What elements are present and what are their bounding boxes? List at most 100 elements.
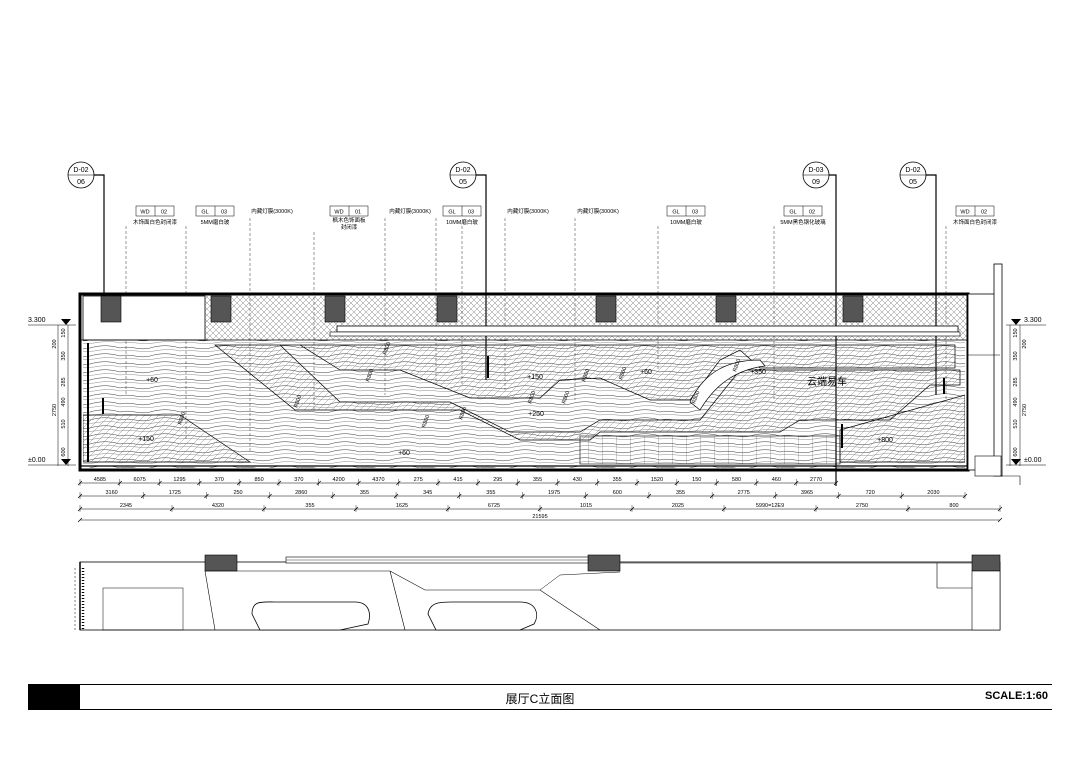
section-mark-bottom: 09: [812, 179, 820, 186]
section-mark-bottom: 06: [77, 179, 85, 186]
svg-text:150: 150: [61, 328, 67, 337]
dim-row1-label: 355: [613, 477, 622, 483]
svg-text:490: 490: [61, 397, 67, 406]
svg-text:510: 510: [61, 419, 67, 428]
svg-text:600: 600: [61, 447, 67, 456]
svg-text:WD: WD: [334, 210, 343, 216]
dim-row3-label: 5990=12E9: [756, 503, 784, 509]
svg-text:+60: +60: [146, 377, 158, 384]
section-mark-top: D-02: [455, 167, 470, 174]
dim-row2-label: 345: [423, 490, 432, 496]
dim-row1-label: 275: [414, 477, 423, 483]
plan-strip: [74, 554, 1001, 631]
svg-text:+60: +60: [640, 369, 652, 376]
svg-text:R800: R800: [293, 394, 303, 408]
dim-row2-label: 2775: [738, 490, 750, 496]
dim-row2-label: 3160: [105, 490, 117, 496]
svg-text:木饰面白色封闭漆: 木饰面白色封闭漆: [953, 218, 998, 226]
svg-text:2750: 2750: [1022, 404, 1028, 416]
svg-text:200: 200: [1022, 339, 1028, 348]
svg-text:R800: R800: [421, 414, 431, 428]
section-mark-top: D-03: [808, 167, 823, 174]
svg-text:R800: R800: [581, 368, 591, 382]
dim-row1-label: 415: [453, 477, 462, 483]
svg-text:R800: R800: [527, 390, 537, 404]
dim-row3-label: 6725: [488, 503, 500, 509]
dim-row1-label: 850: [254, 477, 263, 483]
svg-text:150: 150: [1013, 328, 1019, 337]
svg-text:+150: +150: [527, 374, 543, 381]
dim-row1-label: 460: [772, 477, 781, 483]
svg-text:03: 03: [692, 210, 698, 216]
svg-text:内藏灯膜(3000K): 内藏灯膜(3000K): [577, 207, 619, 215]
ceiling-blocks: [100, 295, 864, 323]
radius-labels: R800 R800 R800 R800 R800 R800 R800 R800 …: [177, 341, 742, 428]
dim-row1-label: 1520: [651, 477, 663, 483]
dim-row3-label: 1015: [580, 503, 592, 509]
svg-text:490: 490: [1013, 397, 1019, 406]
svg-text:内藏灯膜(3000K): 内藏灯膜(3000K): [507, 207, 549, 215]
dim-row3-label: 2345: [120, 503, 132, 509]
drawing-title: 展厅C立面图: [505, 692, 575, 706]
dim-total-label: 21595: [532, 514, 547, 520]
svg-text:封闭漆: 封闭漆: [341, 223, 358, 231]
level-bottom-left: ±0.00: [28, 457, 46, 464]
svg-text:R800: R800: [691, 390, 701, 404]
svg-text:+350: +350: [750, 369, 766, 376]
svg-text:5MM磨白玻: 5MM磨白玻: [201, 218, 230, 226]
dim-row2-label: 355: [676, 490, 685, 496]
dim-row3-label: 355: [305, 503, 314, 509]
svg-text:10MM磨白玻: 10MM磨白玻: [670, 218, 702, 226]
svg-text:内藏灯膜(3000K): 内藏灯膜(3000K): [389, 207, 431, 215]
svg-text:5MM黑色钢化玻璃: 5MM黑色钢化玻璃: [780, 218, 826, 226]
callouts: WD 02 木饰面白色封闭漆 GL 03 5MM磨白玻 内藏灯膜(3000K) …: [125, 205, 998, 452]
dim-row3-label: 4320: [212, 503, 224, 509]
scale-label: SCALE:1:60: [985, 690, 1048, 702]
dim-row1-label: 6075: [134, 477, 146, 483]
dim-row3-label: 800: [949, 503, 958, 509]
svg-text:+250: +250: [528, 411, 544, 418]
section-mark: D-03 09: [802, 161, 837, 486]
dim-row1-label: 4585: [94, 477, 106, 483]
dim-row2-label: 600: [613, 490, 622, 496]
svg-text:R800: R800: [458, 406, 468, 420]
svg-text:03: 03: [221, 210, 227, 216]
svg-text:WD: WD: [960, 210, 969, 216]
svg-text:600: 600: [1013, 447, 1019, 456]
svg-text:R800: R800: [618, 366, 628, 380]
svg-text:2750: 2750: [52, 404, 58, 416]
svg-text:WD: WD: [140, 210, 149, 216]
svg-text:02: 02: [161, 210, 167, 216]
level-top-right: 3.300: [1024, 317, 1042, 324]
svg-text:GL: GL: [672, 210, 679, 216]
dim-row2-label: 720: [866, 490, 875, 496]
dim-row1-label: 370: [294, 477, 303, 483]
svg-text:+150: +150: [138, 436, 154, 443]
dim-row2-label: 355: [360, 490, 369, 496]
title-bar: 展厅C立面图 SCALE:1:60: [28, 684, 1052, 710]
dim-row2-label: 355: [486, 490, 495, 496]
svg-text:200: 200: [52, 339, 58, 348]
svg-text:内藏灯膜(3000K): 内藏灯膜(3000K): [251, 207, 293, 215]
dim-row2-label: 250: [233, 490, 242, 496]
dim-row2-label: 3965: [801, 490, 813, 496]
level-top-left: 3.300: [28, 317, 46, 324]
title-block: [28, 685, 80, 709]
dim-row3-label: 2750: [856, 503, 868, 509]
section-mark-top: D-02: [905, 167, 920, 174]
svg-text:R800: R800: [382, 341, 392, 355]
svg-text:R800: R800: [177, 411, 187, 425]
svg-text:+60: +60: [398, 450, 410, 457]
svg-text:GL: GL: [789, 210, 796, 216]
svg-text:R800: R800: [561, 390, 571, 404]
level-markers: 3.300 ±0.00 3.300 ±0.00: [28, 317, 1046, 466]
svg-text:03: 03: [468, 210, 474, 216]
dim-row1-label: 355: [533, 477, 542, 483]
dim-row2-label: 2860: [295, 490, 307, 496]
height-labels: +60 +150 +150 +60 +350 +250 +60 +800: [138, 369, 893, 457]
wall-elevation: [78, 263, 1021, 485]
callout: WD 01 枫木色饰面板 封闭漆: [313, 205, 369, 410]
svg-text:02: 02: [981, 210, 987, 216]
section-mark: D-02 06: [67, 161, 105, 320]
svg-text:R800: R800: [732, 358, 742, 372]
